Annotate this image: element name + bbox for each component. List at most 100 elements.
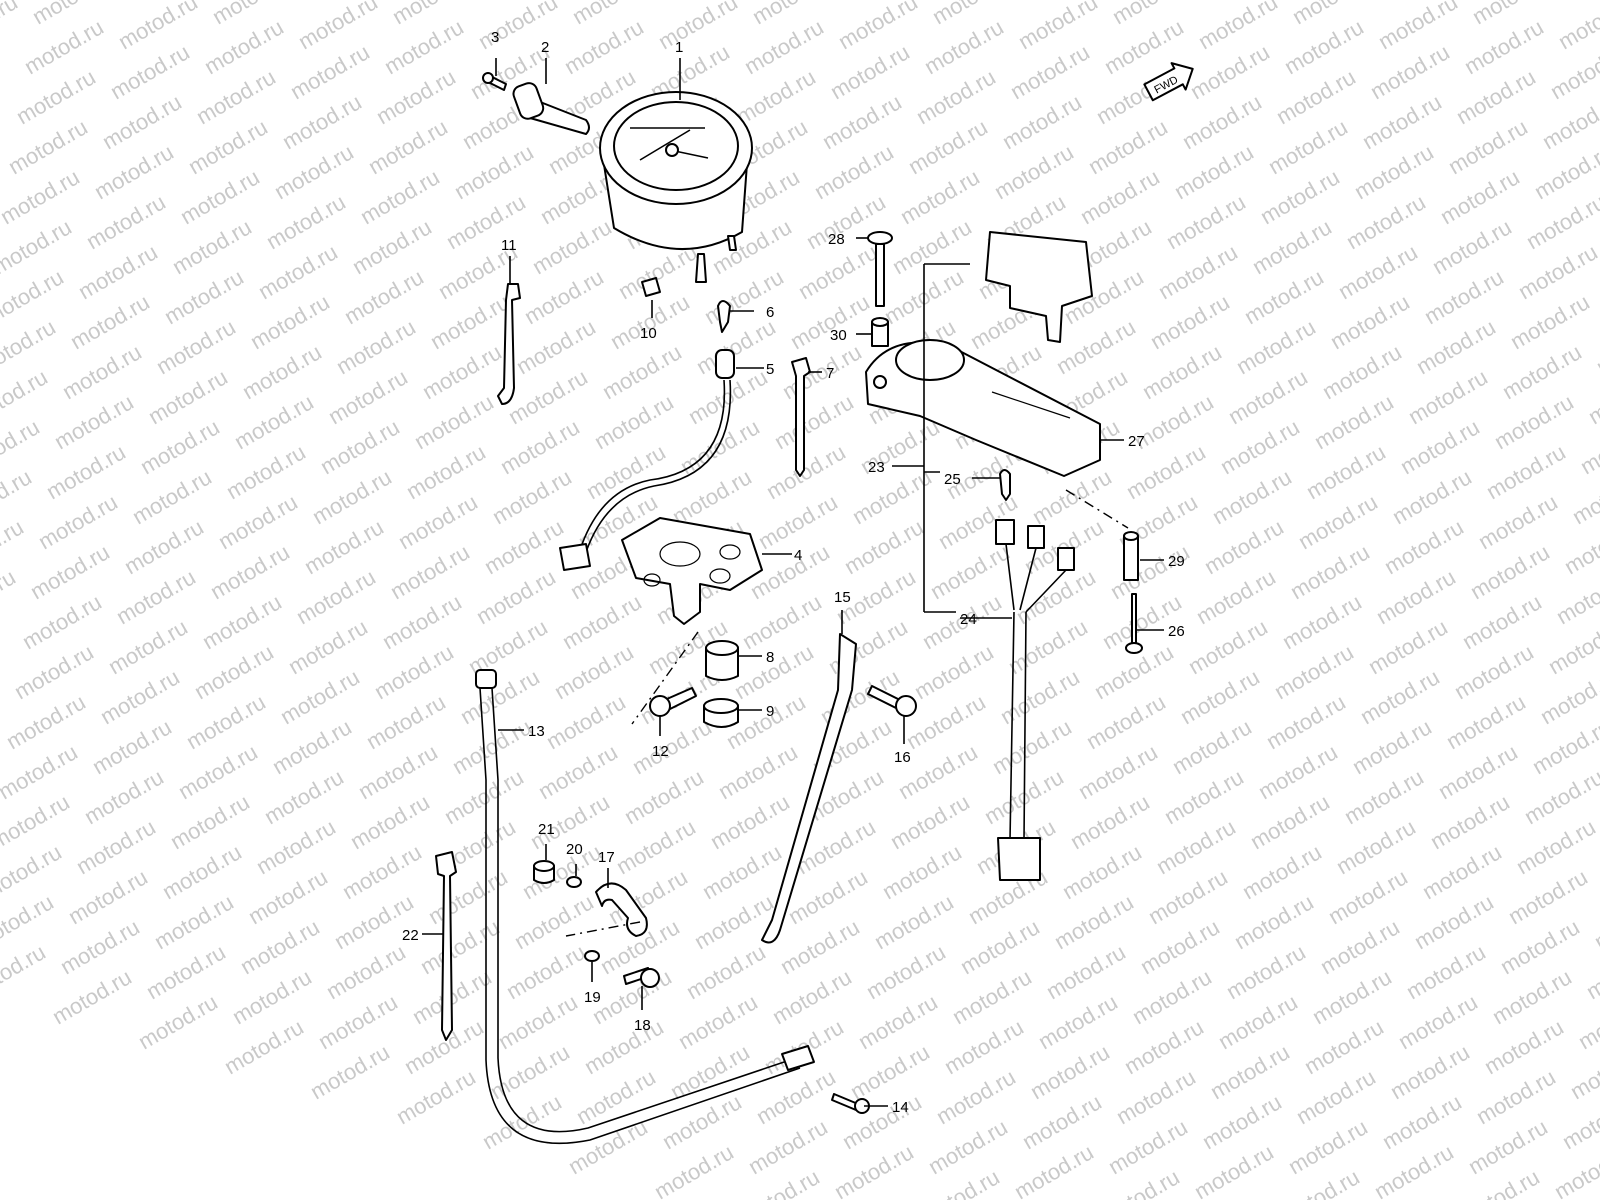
watermark-text: motod.ru bbox=[1076, 164, 1164, 229]
meter-assembly-drawing bbox=[599, 91, 753, 283]
watermark-text: motod.ru bbox=[372, 64, 460, 129]
watermark-text: motod.ru bbox=[1154, 239, 1242, 304]
watermark-text: motod.ru bbox=[1128, 964, 1216, 1029]
watermark-text: motod.ru bbox=[1098, 589, 1186, 654]
watermark-text: motod.ru bbox=[314, 989, 402, 1054]
watermark-text: motod.ru bbox=[558, 589, 646, 654]
watermark-text: motod.ru bbox=[238, 339, 326, 404]
watermark-text: motod.ru bbox=[262, 189, 350, 254]
watermark-text: motod.ru bbox=[1238, 839, 1326, 904]
watermark-text: motod.ru bbox=[948, 964, 1036, 1029]
watermark-text: motod.ru bbox=[0, 939, 50, 1004]
watermark-text: motod.ru bbox=[1536, 664, 1600, 729]
watermark-text: motod.ru bbox=[1504, 864, 1592, 929]
watermark-text: motod.ru bbox=[448, 714, 536, 779]
watermark-text: motod.ru bbox=[80, 764, 168, 829]
part-label-18: 18 bbox=[634, 1017, 651, 1034]
watermark-text: motod.ru bbox=[456, 664, 544, 729]
watermark-text: motod.ru bbox=[2, 689, 90, 754]
watermark-text: motod.ru bbox=[714, 739, 802, 804]
watermark-text: motod.ru bbox=[346, 789, 434, 854]
watermark-text: motod.ru bbox=[744, 1114, 832, 1179]
watermark-text: motod.ru bbox=[658, 1089, 746, 1154]
watermark-text: motod.ru bbox=[56, 914, 144, 979]
bolt-12-drawing bbox=[649, 687, 697, 717]
bulb-6-drawing bbox=[717, 300, 731, 333]
watermark-text: motod.ru bbox=[1358, 89, 1446, 154]
watermark-text: motod.ru bbox=[1404, 364, 1492, 429]
watermark-text: motod.ru bbox=[1120, 1014, 1208, 1079]
part-label-2: 2 bbox=[541, 39, 549, 56]
watermark-text: motod.ru bbox=[370, 639, 458, 704]
watermark-text: motod.ru bbox=[1112, 1064, 1200, 1129]
watermark-text: motod.ru bbox=[824, 614, 912, 679]
watermark-text: motod.ru bbox=[142, 939, 230, 1004]
watermark-text: motod.ru bbox=[112, 564, 200, 629]
watermark-text: motod.ru bbox=[450, 139, 538, 204]
part-label-21: 21 bbox=[538, 821, 555, 838]
watermark-text: motod.ru bbox=[254, 239, 342, 304]
watermark-text: motod.ru bbox=[1460, 14, 1548, 79]
watermark-text: motod.ru bbox=[1058, 839, 1146, 904]
watermark-text: motod.ru bbox=[380, 14, 468, 79]
watermark-text: motod.ru bbox=[1200, 514, 1288, 579]
watermark-text: motod.ru bbox=[762, 439, 850, 504]
watermark-text: motod.ru bbox=[580, 1014, 668, 1079]
part-label-29: 29 bbox=[1168, 553, 1185, 570]
watermark-text: motod.ru bbox=[348, 214, 436, 279]
watermark-text: motod.ru bbox=[550, 639, 638, 704]
watermark-text: motod.ru bbox=[12, 64, 100, 129]
watermark-text: motod.ru bbox=[214, 489, 302, 554]
watermark-text: motod.ru bbox=[854, 989, 942, 1054]
watermark-text: motod.ru bbox=[464, 614, 552, 679]
watermark-text: motod.ru bbox=[72, 814, 160, 879]
part-label-1: 1 bbox=[675, 39, 683, 56]
watermark-text: motod.ru bbox=[362, 689, 450, 754]
watermark-text: motod.ru bbox=[1490, 389, 1578, 454]
part-label-19: 19 bbox=[584, 989, 601, 1006]
watermark-text: motod.ru bbox=[1356, 664, 1444, 729]
watermark-text: motod.ru bbox=[1082, 689, 1170, 754]
leader-lines bbox=[422, 58, 1164, 1107]
watermark-text: motod.ru bbox=[244, 864, 332, 929]
watermark-text: motod.ru bbox=[386, 539, 474, 604]
watermark-text: motod.ru bbox=[306, 1039, 394, 1104]
watermark-text: motod.ru bbox=[394, 489, 482, 554]
watermark-text: motod.ru bbox=[0, 564, 20, 629]
watermark-text: motod.ru bbox=[1396, 414, 1484, 479]
watermark-text: motod.ru bbox=[1428, 214, 1516, 279]
watermark-text: motod.ru bbox=[1230, 889, 1318, 954]
watermark-text: motod.ru bbox=[754, 489, 842, 554]
watermark-text: motod.ru bbox=[534, 739, 622, 804]
watermark-text: motod.ru bbox=[1514, 239, 1600, 304]
watermark-text: motod.ru bbox=[518, 839, 606, 904]
watermark-text: motod.ru bbox=[768, 964, 856, 1029]
watermark-text: motod.ru bbox=[1106, 539, 1194, 604]
watermark-text: motod.ru bbox=[28, 0, 116, 29]
watermark-text: motod.ru bbox=[924, 1114, 1012, 1179]
watermark-text: motod.ru bbox=[1482, 439, 1570, 504]
watermark-text: motod.ru bbox=[1004, 614, 1092, 679]
watermark-text: motod.ru bbox=[698, 839, 786, 904]
watermark-text: motod.ru bbox=[176, 164, 264, 229]
part-label-28: 28 bbox=[828, 231, 845, 248]
watermark-text: motod.ru bbox=[268, 714, 356, 779]
watermark-text: motod.ru bbox=[488, 464, 576, 529]
part-label-8: 8 bbox=[766, 649, 774, 666]
watermark-text: motod.ru bbox=[830, 1139, 918, 1200]
watermark-text: motod.ru bbox=[0, 0, 22, 54]
screw-14-drawing bbox=[831, 1093, 870, 1114]
part-label-16: 16 bbox=[894, 749, 911, 766]
watermark-text: motod.ru bbox=[1316, 914, 1404, 979]
watermark-text: motod.ru bbox=[158, 839, 246, 904]
watermark-text: motod.ru bbox=[1138, 339, 1226, 404]
watermark-text: motod.ru bbox=[1302, 439, 1390, 504]
watermark-text: motod.ru bbox=[1442, 689, 1530, 754]
watermark-text: motod.ru bbox=[690, 889, 778, 954]
watermark-text: motod.ru bbox=[90, 139, 178, 204]
watermark-text: motod.ru bbox=[752, 1064, 840, 1129]
part-label-17: 17 bbox=[598, 849, 615, 866]
watermark-text: motod.ru bbox=[340, 264, 428, 329]
watermark-text: motod.ru bbox=[846, 1039, 934, 1104]
watermark-text: motod.ru bbox=[1464, 1114, 1552, 1179]
